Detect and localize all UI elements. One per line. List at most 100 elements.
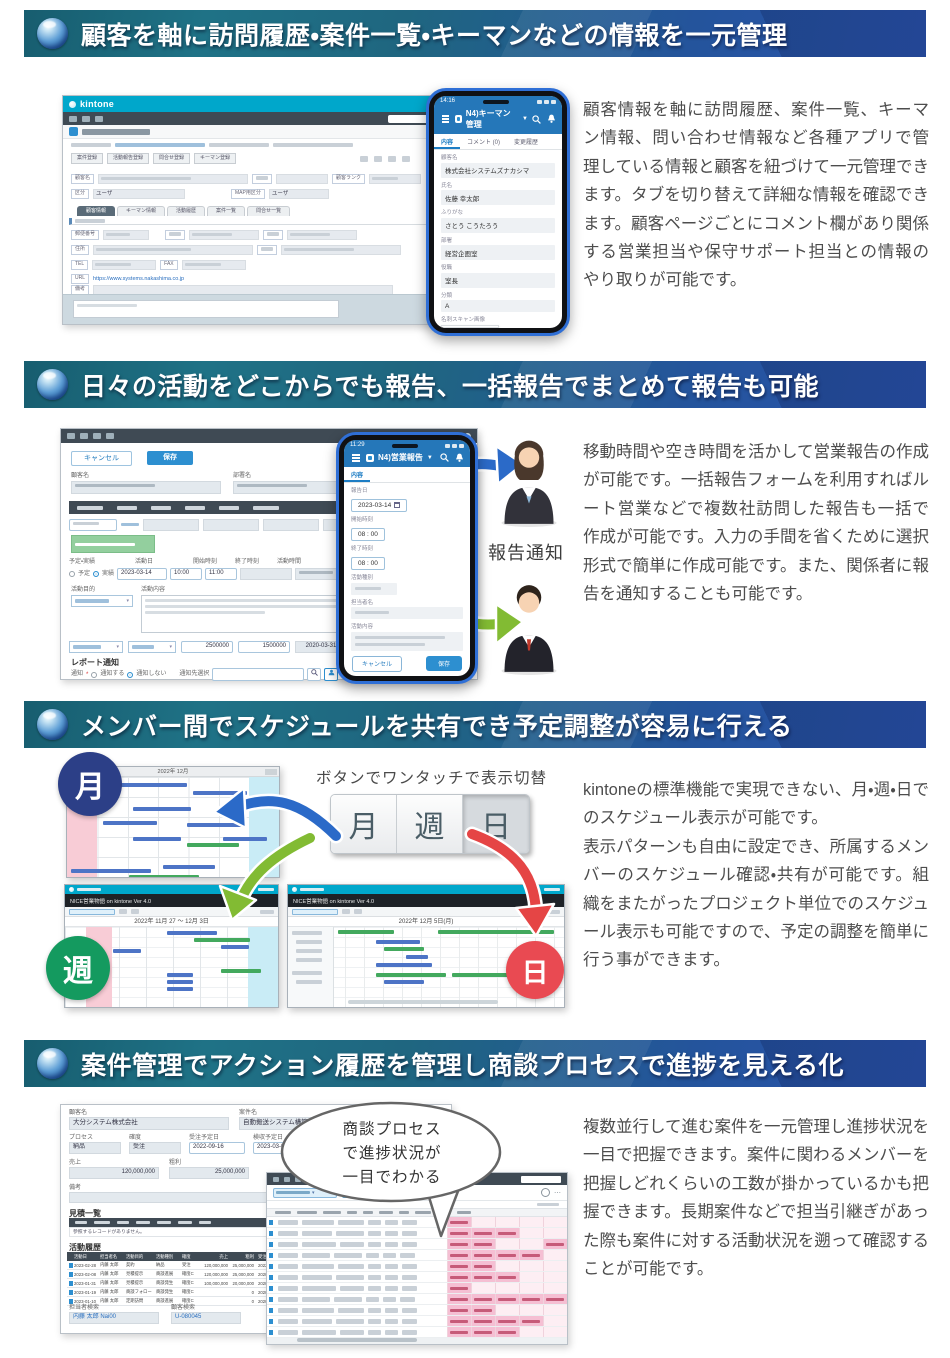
register-report-button[interactable]: 活動報告登録 — [107, 153, 150, 164]
phone-input[interactable] — [189, 230, 260, 240]
register-keyman-button[interactable]: キーマン登録 — [194, 153, 237, 164]
table-row[interactable] — [267, 1228, 567, 1239]
zip-input[interactable] — [103, 230, 150, 240]
table-row[interactable] — [267, 1239, 567, 1250]
activity-type-input[interactable] — [351, 582, 397, 595]
report-date-input[interactable]: 2023-03-14 — [351, 499, 408, 513]
record-action-icons[interactable] — [360, 155, 411, 162]
tab-case-list[interactable]: 案件一覧 — [207, 206, 246, 216]
activity-content-input[interactable] — [351, 631, 463, 651]
menu-icon[interactable] — [67, 433, 75, 439]
search-input[interactable] — [521, 1175, 561, 1183]
search-icon[interactable] — [532, 115, 541, 124]
radio-notify-off[interactable] — [127, 671, 134, 678]
customer-input[interactable] — [71, 481, 221, 494]
radio-notify-on[interactable] — [91, 671, 98, 678]
register-case-button[interactable]: 案件登録 — [71, 153, 104, 164]
table-row[interactable] — [267, 1316, 567, 1327]
tab-inquiry-list[interactable]: 問合せ一覧 — [247, 206, 291, 216]
table-row[interactable] — [267, 1250, 567, 1261]
tab-keyman-info[interactable]: キーマン情報 — [117, 206, 166, 216]
honorific-input[interactable] — [276, 174, 329, 184]
person-search-value[interactable]: 内藤 太郎 Nai00 — [69, 1312, 159, 1324]
save-button[interactable]: 保存 — [425, 656, 462, 672]
view-select[interactable] — [292, 908, 338, 915]
radio-actual[interactable] — [93, 571, 100, 577]
profit-input[interactable]: 1500000 — [238, 641, 290, 653]
division-input[interactable]: ユーザ — [93, 189, 186, 199]
tab-customer-info[interactable]: 顧客情報 — [77, 206, 116, 216]
grid-cell-1[interactable] — [143, 519, 199, 531]
grid-cell-3[interactable] — [263, 519, 319, 531]
tab-comments[interactable]: コメント (0) — [467, 140, 501, 147]
start-time-input[interactable]: 08 : 00 — [351, 528, 385, 542]
code-input[interactable] — [69, 519, 117, 531]
notify-to-input[interactable] — [212, 668, 305, 681]
person-input[interactable] — [351, 607, 463, 620]
bell-icon[interactable] — [455, 453, 464, 463]
activity-date-input[interactable]: 2023-03-14 — [117, 568, 168, 580]
customer-url-link[interactable]: https://www.systems.nakashima.co.jp — [93, 275, 185, 282]
certainty-select[interactable]: ▾ — [128, 641, 176, 653]
sales-input[interactable]: 2500000 — [181, 641, 233, 653]
menu-icon[interactable] — [273, 1176, 279, 1182]
search-icon[interactable] — [440, 453, 449, 463]
result-select[interactable]: ▾ — [69, 641, 123, 653]
bell-icon[interactable] — [547, 114, 556, 124]
tab-content[interactable]: 内容 — [344, 467, 370, 482]
map-division-input[interactable]: ユーザ — [268, 189, 329, 199]
register-inquiry-button[interactable]: 問合せ登録 — [153, 153, 191, 164]
cancel-button[interactable]: キャンセル — [71, 451, 132, 466]
rank-input[interactable] — [369, 174, 422, 184]
fax-input[interactable] — [181, 260, 246, 270]
start-time-input[interactable]: 10:00 — [170, 568, 203, 580]
table-row[interactable] — [267, 1272, 567, 1283]
tab-activity-history[interactable]: 活動履歴 — [167, 206, 206, 216]
purpose-select[interactable]: ▾ — [71, 595, 133, 607]
people-icon[interactable] — [93, 433, 101, 439]
customer-name-input[interactable] — [98, 174, 249, 184]
menu-icon[interactable] — [442, 118, 449, 121]
customer-search-value[interactable]: U-080045 — [171, 1312, 241, 1324]
save-button[interactable]: 保存 — [147, 451, 193, 466]
month-view-button[interactable]: 月 — [331, 795, 397, 853]
menu-icon[interactable] — [352, 456, 360, 459]
table-row[interactable] — [267, 1283, 567, 1294]
end-time-input[interactable]: 08 : 00 — [351, 557, 385, 571]
star-icon[interactable] — [106, 433, 114, 439]
home-icon[interactable] — [82, 115, 90, 122]
home-icon[interactable] — [80, 433, 88, 439]
chevron-down-icon[interactable]: ▼ — [426, 454, 433, 461]
table-row[interactable] — [267, 1294, 567, 1305]
radio-plan[interactable] — [69, 571, 75, 577]
list-actions[interactable]: ⋯ — [541, 1188, 561, 1197]
end-time-input[interactable]: 11:00 — [205, 568, 238, 580]
tel-input[interactable] — [92, 260, 157, 270]
tab-history[interactable]: 変更履歴 — [514, 140, 539, 147]
table-row[interactable] — [267, 1305, 567, 1316]
route-input[interactable] — [281, 245, 402, 255]
table-row[interactable] — [267, 1217, 567, 1228]
mobile-input[interactable] — [287, 230, 358, 240]
chevron-down-icon[interactable]: ▼ — [522, 116, 528, 123]
week-view-button[interactable]: 週 — [397, 795, 463, 853]
home-icon[interactable] — [284, 1176, 290, 1182]
menu-icon[interactable] — [69, 115, 77, 122]
people-icon[interactable] — [95, 115, 103, 122]
grid-cell-2[interactable] — [203, 519, 259, 531]
cancel-button[interactable]: キャンセル — [352, 655, 403, 672]
comment-box[interactable] — [73, 300, 339, 318]
horizontal-scrollbar[interactable] — [267, 1338, 567, 1344]
lookup-link[interactable] — [121, 522, 139, 528]
table-row[interactable] — [267, 1327, 567, 1338]
user-picker-button[interactable] — [324, 668, 339, 681]
tab-content[interactable]: 内容 — [434, 134, 460, 149]
address-input[interactable] — [93, 245, 254, 255]
table-row[interactable] — [267, 1261, 567, 1272]
search-picker-button[interactable] — [307, 668, 322, 681]
view-select[interactable] — [69, 908, 115, 915]
